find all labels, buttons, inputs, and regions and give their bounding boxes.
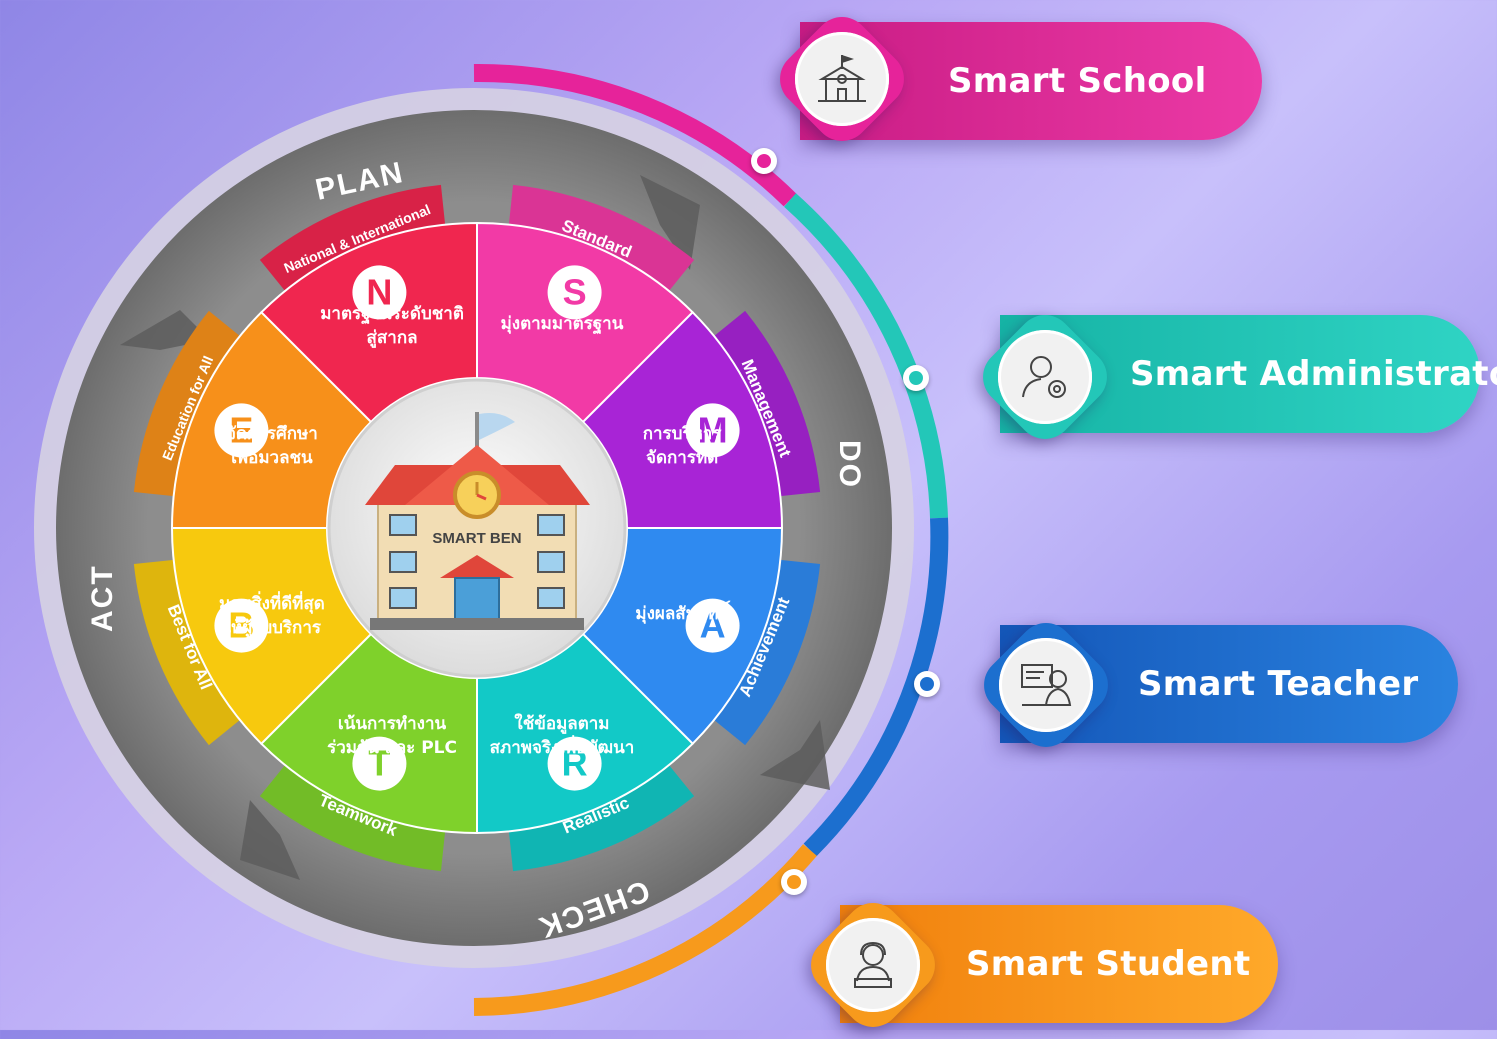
smart-school-pin: [751, 148, 777, 174]
thai-text-e: จัดการศึกษาเพื่อมวลชน: [226, 424, 318, 468]
segment-s: [476, 221, 695, 424]
letter-s: S: [563, 271, 587, 312]
letter-badge-m: [685, 403, 740, 458]
smart-administrator-pin: [903, 365, 929, 391]
tab-best-for-all: [133, 559, 244, 746]
smart-school-label: Smart School: [948, 61, 1207, 101]
letter-badge-s: [547, 265, 602, 320]
thai-text-b: มอบสิ่งที่ดีที่สุดให้ผู้รับบริการ: [219, 591, 325, 639]
segment-b: [170, 527, 373, 746]
letter-r: R: [562, 743, 588, 784]
letter-badge-b: [214, 598, 269, 653]
letter-b: B: [228, 605, 254, 646]
letter-badge-a: [685, 598, 740, 653]
letter-e: E: [229, 409, 253, 450]
tab-education-for-all: [133, 310, 244, 497]
school-icon: [795, 32, 889, 126]
segment-r: [476, 632, 695, 835]
thai-text-a: มุ่งผลสัมฤทธิ์: [635, 600, 730, 624]
teacher-icon: [999, 638, 1093, 732]
tab-achievement: [710, 559, 821, 746]
do-label: DO: [833, 440, 866, 489]
tab-standard: [508, 184, 695, 295]
letter-badge-t: [352, 736, 407, 791]
letter-n: N: [366, 271, 392, 312]
segment-e: [170, 310, 373, 529]
letter-m: M: [698, 409, 728, 450]
tab-realistic: [508, 761, 695, 872]
segment-a: [581, 527, 784, 746]
smart-teacher-pin: [914, 671, 940, 697]
thai-text-t: เน้นการทำงานร่วมกัน และ PLC: [327, 714, 457, 758]
tab-national-international: [259, 184, 446, 295]
letter-t: T: [368, 743, 390, 784]
school-building-icon: SMART BEN: [365, 412, 590, 630]
thai-text-s: มุ่งตามมาตรฐาน: [501, 314, 624, 335]
thai-text-n: มาตรฐานระดับชาติสู่สากล: [320, 304, 464, 349]
tab-teamwork: [259, 761, 446, 872]
letter-badge-r: [547, 736, 602, 791]
segment-n: [259, 221, 478, 424]
smart-teacher-label: Smart Teacher: [1138, 664, 1419, 704]
letter-badge-e: [214, 403, 269, 458]
thai-text-r: ใช้ข้อมูลตามสภาพจริงเพื่อพัฒนา: [490, 713, 635, 758]
segment-m: [581, 310, 784, 529]
segment-t: [259, 632, 478, 835]
letter-badge-n: [352, 265, 407, 320]
thai-text-m: การบริหารจัดการที่ดี: [643, 424, 723, 468]
smart-administrator-label: Smart Administrator: [1130, 354, 1497, 394]
tab-management: [710, 310, 821, 497]
cycle-arrows: [120, 175, 830, 880]
smart-student-label: Smart Student: [966, 944, 1251, 984]
letter-a: A: [700, 605, 726, 646]
act-label: ACT: [86, 564, 119, 632]
school-name-label: SMART BEN: [432, 530, 521, 547]
smart-student-pin: [781, 869, 807, 895]
student-icon: [826, 918, 920, 1012]
admin-gear-icon: [998, 330, 1092, 424]
